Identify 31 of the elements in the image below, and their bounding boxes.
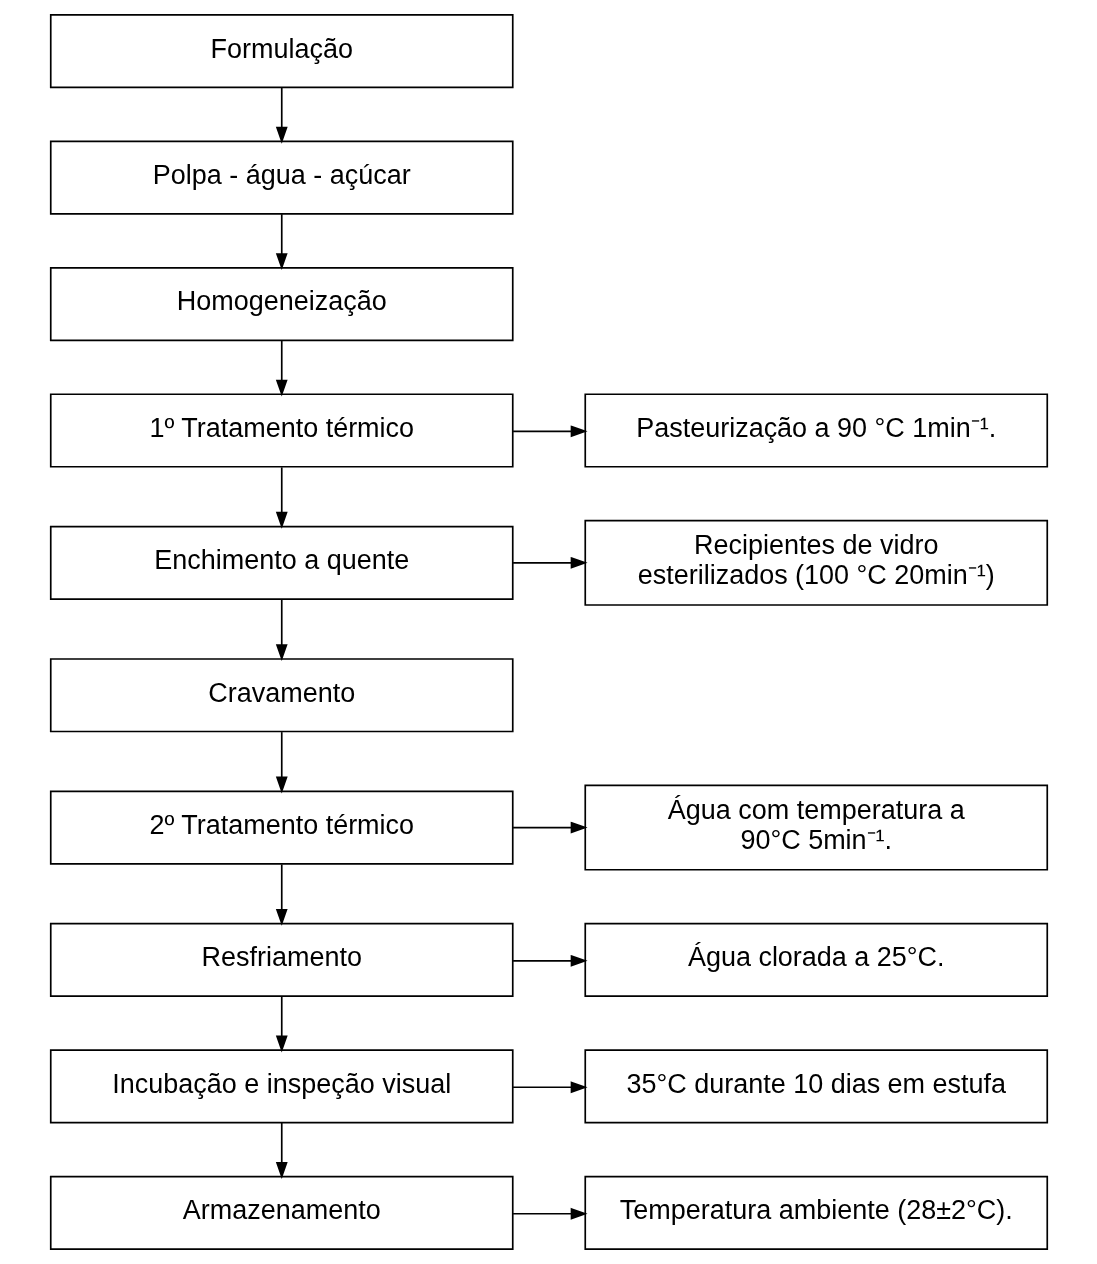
arrow [511, 821, 588, 834]
node-box: Água clorada a 25°C. [583, 922, 1048, 998]
arrow [511, 425, 588, 438]
node-box: Resfriamento [49, 922, 514, 998]
node-box: Água com temperatura a 90°C 5min⁻¹. [583, 784, 1048, 871]
arrow [275, 213, 288, 271]
node-box: Cravamento [49, 658, 514, 733]
arrow [275, 598, 288, 662]
node-box: Homogeneização [49, 266, 514, 342]
arrow [275, 339, 288, 397]
arrow [275, 466, 288, 529]
node-box: Pasteurização a 90 °C 1min⁻¹. [583, 393, 1048, 468]
node-box: Recipientes de vidro esterilizados (100 °C 20min⁻¹) [583, 519, 1048, 606]
arrow [511, 556, 588, 569]
node-box: Polpa - água - açúcar [49, 140, 514, 215]
node-box: 1º Tratamento térmico [49, 393, 514, 468]
arrow [511, 1207, 588, 1220]
node-box: Formulação [49, 14, 514, 89]
node-box: 35°C durante 10 dias em estufa [583, 1049, 1048, 1124]
node-box: 2º Tratamento térmico [49, 790, 514, 865]
node-box: Armazenamento [49, 1175, 514, 1250]
node-box: Incubação e inspeção visual [49, 1049, 514, 1124]
arrow [275, 863, 288, 926]
node-box: Temperatura ambiente (28±2°C). [583, 1175, 1048, 1250]
arrow [275, 731, 288, 794]
arrow [275, 995, 288, 1053]
node-box: Enchimento a quente [49, 525, 514, 600]
arrow [511, 954, 588, 967]
arrow [511, 1081, 588, 1094]
arrow [275, 1122, 288, 1179]
arrow [275, 86, 288, 144]
